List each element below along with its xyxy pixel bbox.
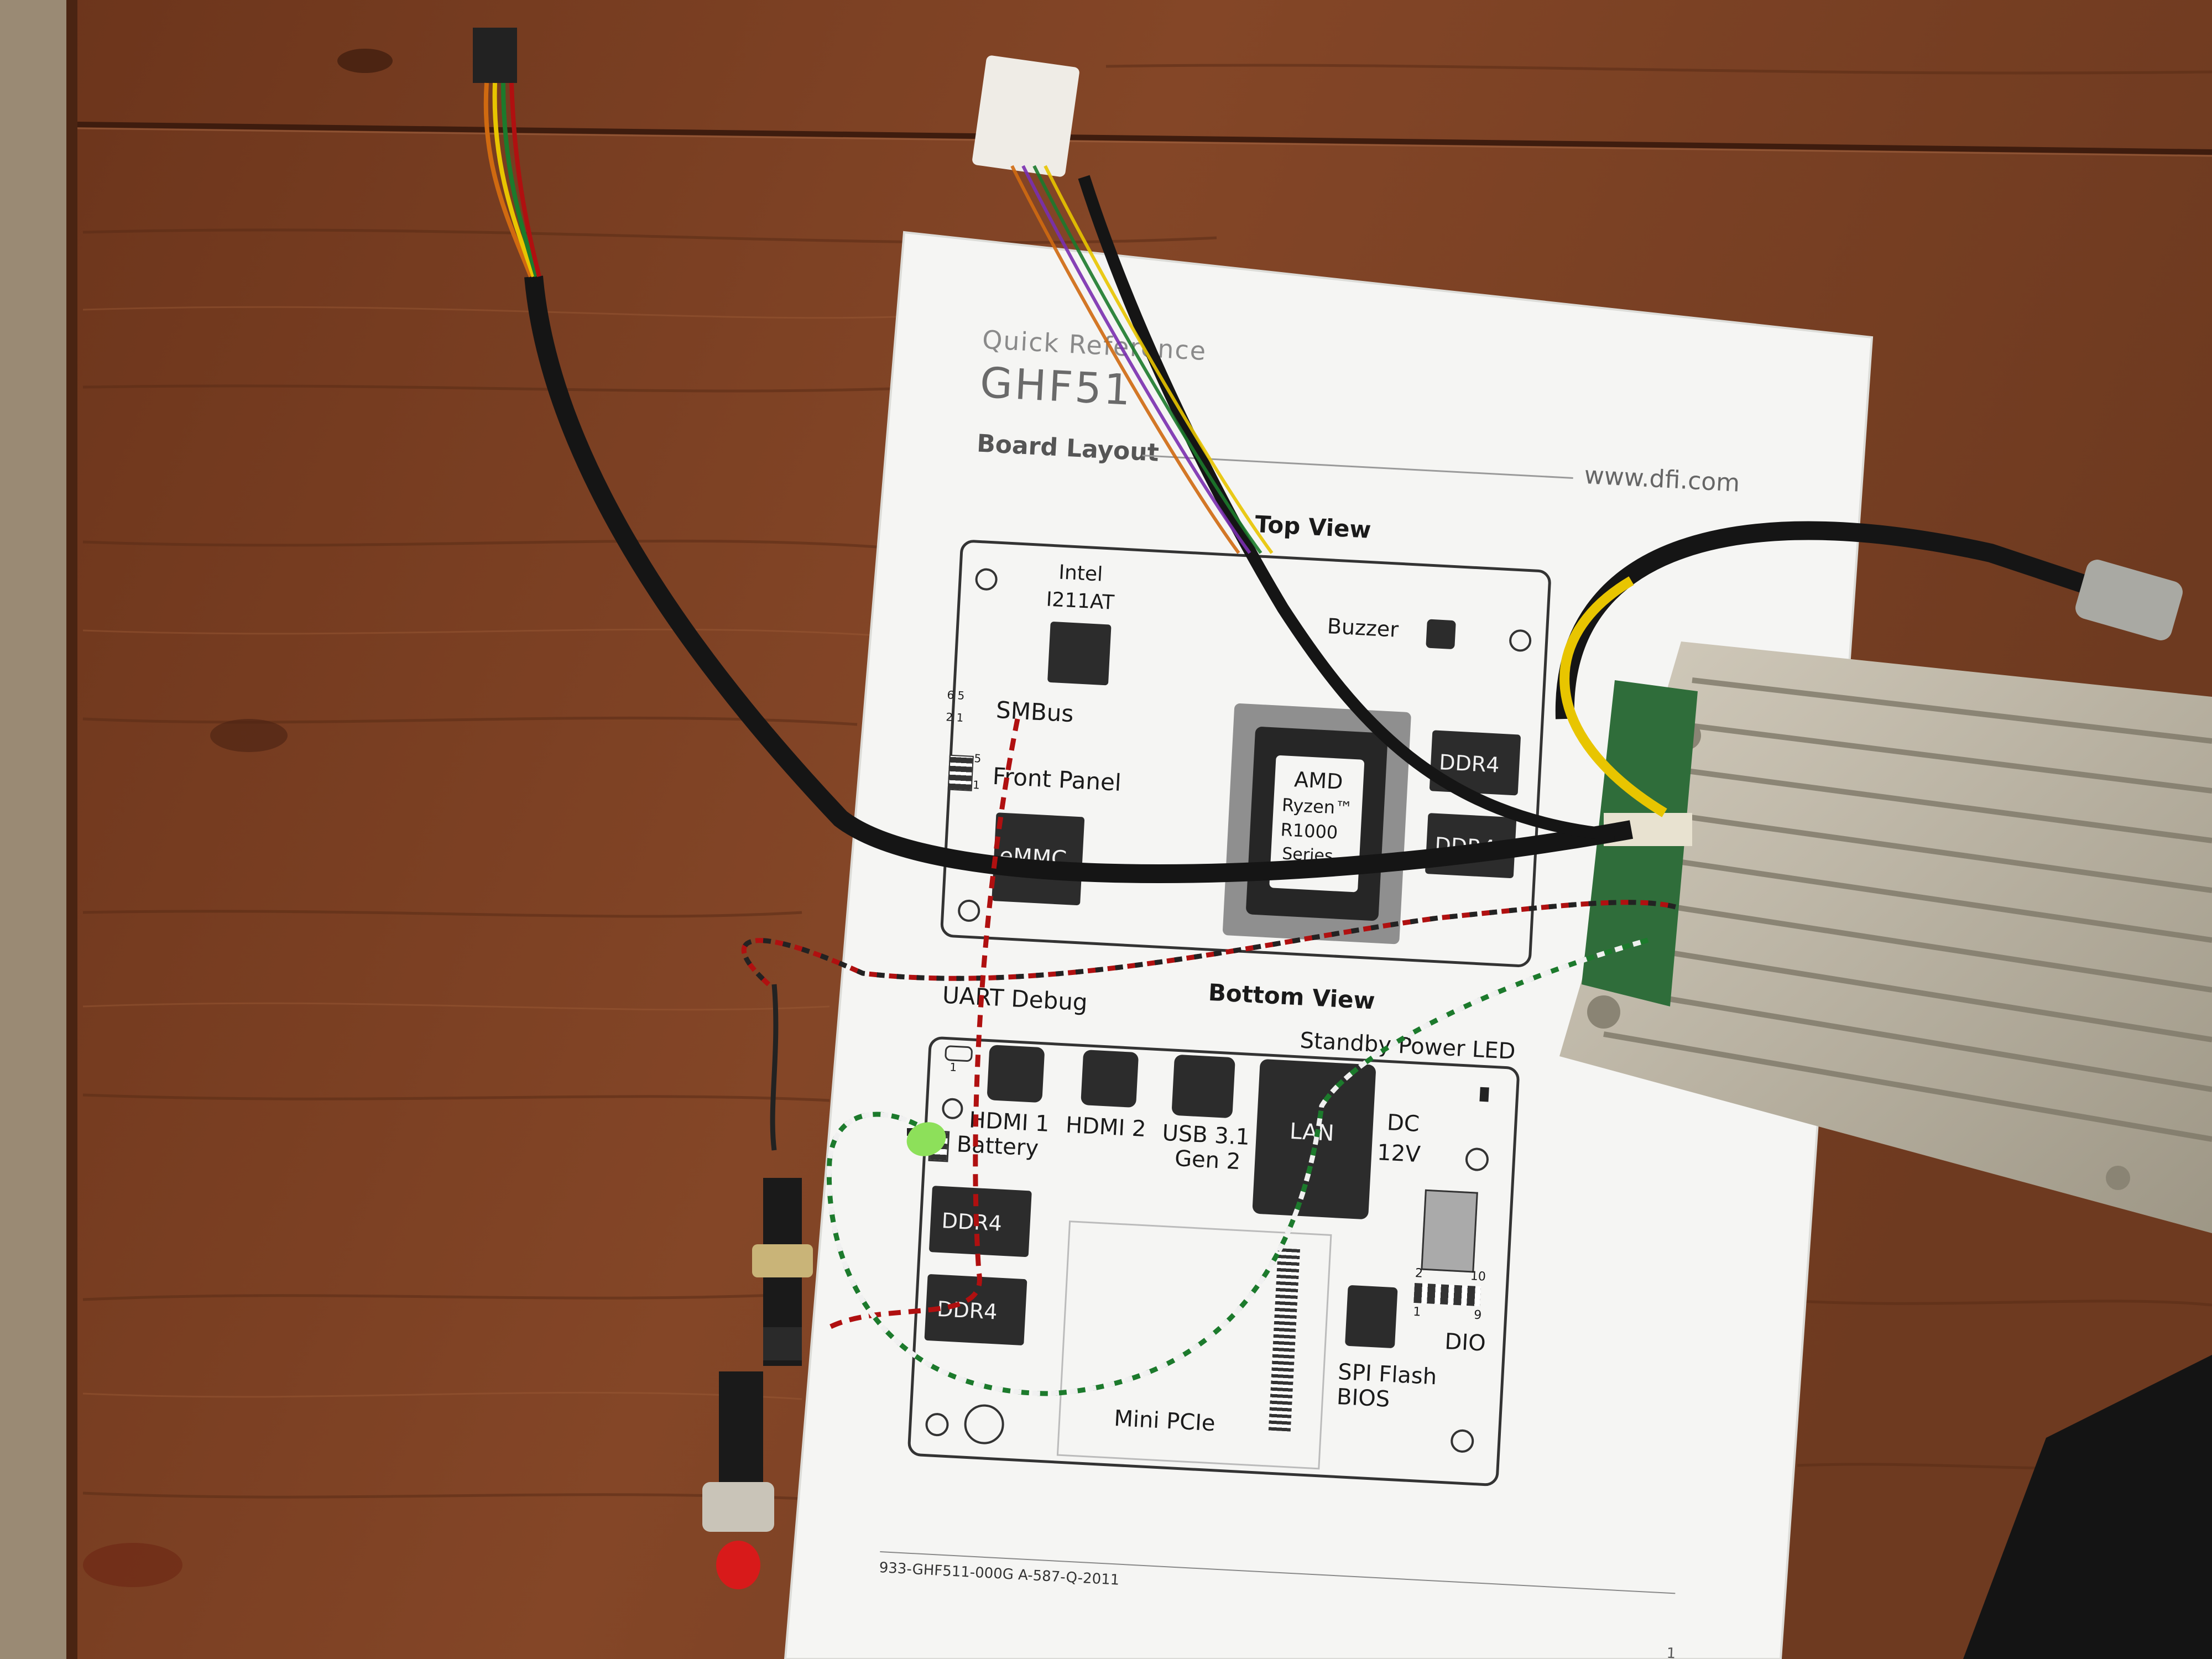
yellow-wire <box>1559 576 1667 817</box>
white-connector <box>972 55 1079 177</box>
mini-pc-heatsink <box>1559 641 2212 1233</box>
multicolor-wire-bundle <box>1078 175 1616 841</box>
push-button-red <box>702 1371 774 1589</box>
black-cable-left <box>524 275 1634 883</box>
red-black-twisted-pair <box>741 900 1677 987</box>
green-led <box>906 1122 946 1156</box>
four-pin-connector <box>473 28 517 83</box>
push-button-black <box>752 1178 813 1366</box>
green-white-twisted-pair <box>826 937 1649 1396</box>
antenna-connector <box>2075 560 2183 640</box>
